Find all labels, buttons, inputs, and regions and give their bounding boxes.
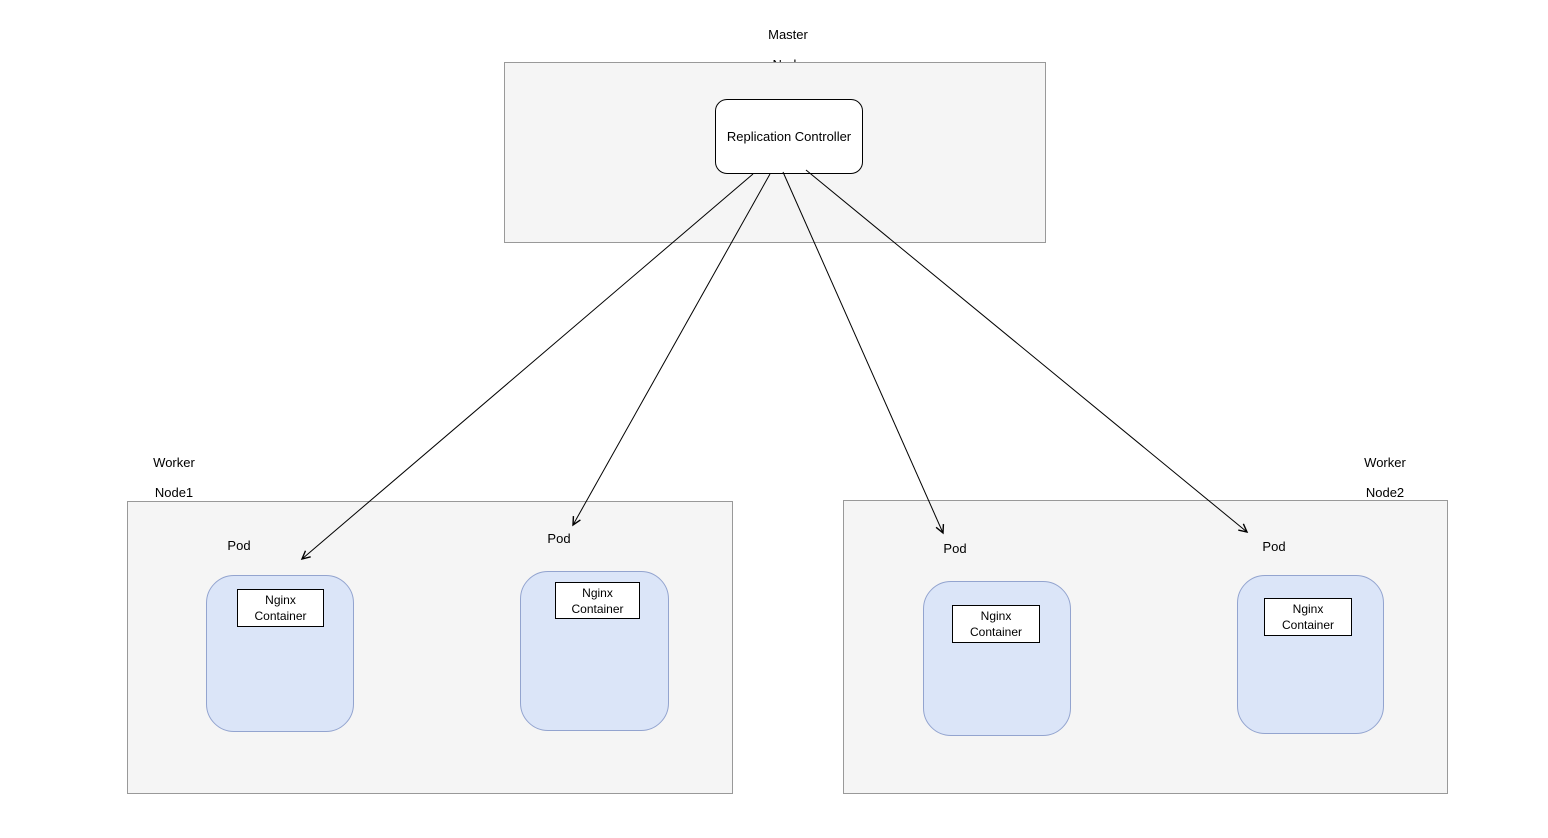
pod1-nginx-line2: Container [254, 609, 307, 623]
pod4-nginx-line2: Container [1281, 618, 1335, 632]
pod2-label: Pod [547, 531, 571, 546]
worker-node1-label-line1: Worker [153, 455, 195, 470]
worker-node2-label-line2: Node2 [1365, 485, 1405, 500]
pod3-nginx-container-box: Nginx Container [952, 605, 1040, 643]
pod2-nginx-line2: Container [571, 601, 624, 616]
pod2-nginx-container-box: Nginx Container [555, 582, 640, 619]
worker-node2-label: Worker Node2 [1285, 440, 1485, 515]
pod4-nginx-line1: Nginx [1292, 602, 1324, 616]
pod1-nginx-container-box: Nginx Container [237, 589, 324, 627]
pod4-label: Pod [1262, 539, 1286, 554]
worker-node2-label-line1: Worker [1364, 455, 1406, 470]
pod3-nginx-line1: Nginx [980, 609, 1012, 623]
replication-controller-box: Replication Controller [715, 99, 863, 174]
pod1-nginx-line1: Nginx [265, 593, 296, 607]
master-node-label-line1: Master [768, 27, 808, 42]
pod4-nginx-container-box: Nginx Container [1264, 598, 1352, 636]
replication-controller-label: Replication Controller [726, 129, 852, 144]
worker-node1-label: Worker Node1 [74, 440, 274, 515]
pod2-nginx-line1: Nginx [582, 585, 613, 600]
pod1-label: Pod [227, 538, 251, 553]
pod3-nginx-line2: Container [969, 625, 1023, 639]
pod3-label: Pod [943, 541, 967, 556]
worker-node1-label-line2: Node1 [154, 485, 194, 500]
